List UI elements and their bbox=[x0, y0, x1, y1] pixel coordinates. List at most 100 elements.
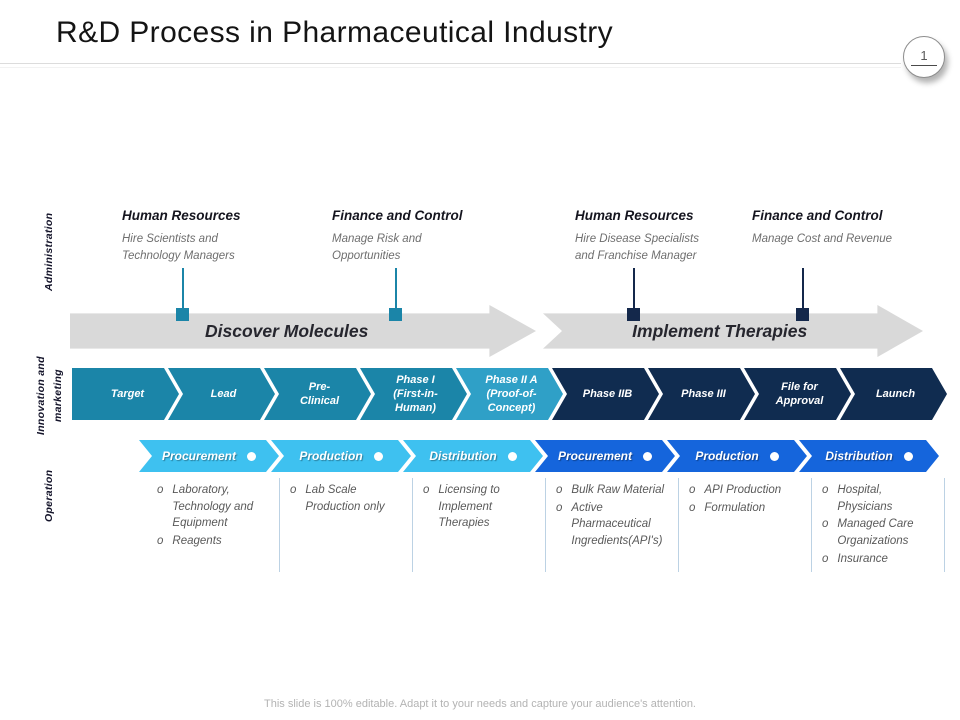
bullet-item: o Licensing to Implement Therapies bbox=[423, 482, 539, 532]
bullet-item: o Formulation bbox=[689, 500, 805, 517]
bullet-item: o Bulk Raw Material bbox=[556, 482, 672, 499]
phase-chevron[interactable]: Launch bbox=[840, 368, 947, 420]
connector-stem bbox=[632, 268, 635, 308]
connector-line bbox=[389, 268, 402, 321]
stage-chevron-label: Production bbox=[299, 449, 363, 463]
connector-stem bbox=[801, 268, 804, 308]
page-title: R&D Process in Pharmaceutical Industry bbox=[56, 16, 614, 49]
section-label-operation: Operation bbox=[43, 469, 55, 523]
phase-chevron[interactable]: Target bbox=[72, 368, 179, 420]
phase-chevron[interactable]: Phase I (First-in- Human) bbox=[360, 368, 467, 420]
bullet-marker: o bbox=[689, 484, 696, 496]
bullet-text: Laboratory, Technology and Equipment bbox=[172, 484, 254, 530]
bullet-marker: o bbox=[822, 484, 829, 496]
phase-chevron[interactable]: Phase II A (Proof-of- Concept) bbox=[456, 368, 563, 420]
stage-dot-icon bbox=[374, 452, 383, 461]
section-label-innovation-marketing: Innovation and marketing bbox=[35, 356, 64, 436]
bullet-item: o Laboratory, Technology and Equipment bbox=[157, 482, 273, 532]
administration-item-title: Finance and Control bbox=[332, 208, 463, 223]
connector-marker bbox=[389, 308, 402, 321]
page-number-badge[interactable]: 1 bbox=[903, 36, 945, 78]
stage-chevron[interactable]: Distribution bbox=[799, 440, 939, 472]
bullet-item: o Hospital, Physicians bbox=[822, 482, 938, 515]
connector-marker bbox=[627, 308, 640, 321]
administration-item-subtitle: Hire Disease Specialists and Franchise M… bbox=[575, 233, 699, 263]
connector-marker bbox=[796, 308, 809, 321]
stage-chevron-label: Procurement bbox=[161, 449, 237, 463]
footer-note: This slide is 100% editable. Adapt it to… bbox=[264, 698, 696, 710]
administration-item-subtitle: Manage Cost and Revenue bbox=[752, 233, 893, 245]
phase-chevron[interactable]: Pre- Clinical bbox=[264, 368, 371, 420]
stage-chevron[interactable]: Procurement bbox=[535, 440, 675, 472]
stage-chevron-label: Production bbox=[695, 449, 759, 463]
stage-chevron-label: Procurement bbox=[557, 449, 633, 463]
connector-line bbox=[796, 268, 809, 321]
bullet-text: Formulation bbox=[704, 501, 766, 514]
bullet-marker: o bbox=[157, 535, 164, 548]
bullet-text: Active Pharmaceutical Ingredients(API's) bbox=[571, 501, 663, 548]
page-number: 1 bbox=[911, 48, 937, 66]
bullet-item: o Managed Care Organizations bbox=[822, 516, 938, 549]
bullet-text: Insurance bbox=[837, 552, 888, 565]
bullet-text: Bulk Raw Material bbox=[571, 484, 665, 496]
stage-chevron[interactable]: Procurement bbox=[139, 440, 279, 472]
bullet-marker: o bbox=[556, 484, 563, 496]
stage-chevron[interactable]: Distribution bbox=[403, 440, 543, 472]
connector-line bbox=[627, 268, 640, 321]
bullet-marker: o bbox=[423, 484, 430, 496]
bullet-marker: o bbox=[556, 501, 563, 514]
administration-item-subtitle: Manage Risk and Opportunities bbox=[332, 233, 422, 263]
phase-chevron[interactable]: Phase III bbox=[648, 368, 755, 420]
stage-dot-icon bbox=[643, 452, 652, 461]
bullet-marker: o bbox=[822, 518, 829, 531]
timeline-arrow-label: Discover Molecules bbox=[204, 320, 369, 341]
stage-chevron[interactable]: Production bbox=[667, 440, 807, 472]
administration-item-subtitle: Hire Scientists and Technology Managers bbox=[122, 233, 235, 263]
stage-chevron-label: Distribution bbox=[429, 449, 497, 463]
title-divider bbox=[0, 63, 901, 68]
phase-chevron[interactable]: Lead bbox=[168, 368, 275, 420]
bullet-text: API Production bbox=[704, 484, 782, 496]
connector-marker bbox=[176, 308, 189, 321]
connector-line bbox=[176, 268, 189, 321]
bullet-text: Licensing to Implement Therapies bbox=[438, 484, 500, 530]
stage-dot-icon bbox=[508, 452, 517, 461]
bullet-marker: o bbox=[290, 484, 297, 496]
section-label-administration: Administration bbox=[43, 212, 55, 292]
administration-item-title: Human Resources bbox=[122, 208, 241, 223]
stage-chevron-row: Procurement Production Distribution Procure… bbox=[147, 440, 939, 472]
phase-chevron[interactable]: Phase IIB bbox=[552, 368, 659, 420]
stage-bullet-column: o Licensing to Implement Therapies bbox=[413, 478, 546, 573]
stage-dot-icon bbox=[904, 452, 913, 461]
bullet-marker: o bbox=[157, 484, 164, 496]
timeline-arrow-implement[interactable]: Implement Therapies bbox=[543, 305, 923, 357]
bullet-marker: o bbox=[822, 552, 829, 565]
stage-dot-icon bbox=[247, 452, 256, 461]
administration-item-title: Finance and Control bbox=[752, 208, 883, 223]
stage-chevron[interactable]: Production bbox=[271, 440, 411, 472]
bullet-text: Managed Care Organizations bbox=[837, 518, 914, 548]
phase-chevron[interactable]: File for Approval bbox=[744, 368, 851, 420]
bullet-item: o API Production bbox=[689, 482, 805, 499]
stage-dot-icon bbox=[770, 452, 779, 461]
timeline-arrow-discover[interactable]: Discover Molecules bbox=[70, 305, 536, 357]
timeline-arrow-label: Implement Therapies bbox=[632, 320, 808, 341]
bullet-item: o Active Pharmaceutical Ingredients(API's… bbox=[556, 500, 672, 550]
administration-item-title: Human Resources bbox=[575, 208, 694, 223]
bullet-text: Hospital, Physicians bbox=[837, 484, 893, 513]
bullet-marker: o bbox=[689, 501, 696, 514]
